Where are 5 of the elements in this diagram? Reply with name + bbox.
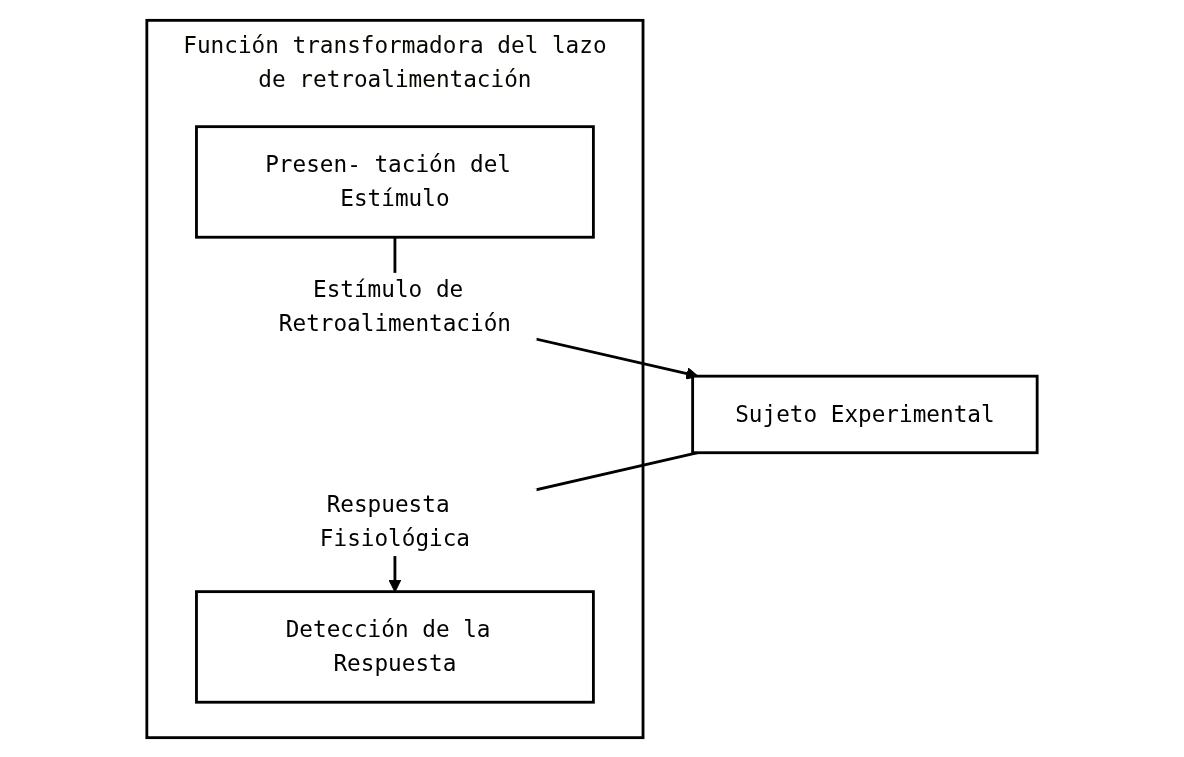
node-box: Detección de la Respuesta — [195, 589, 595, 704]
node-box: Sujeto Experimental — [691, 374, 1039, 454]
edge-label: Respuesta Fisiológica — [319, 490, 471, 552]
node-box: Presen- tación del Estímulo — [195, 124, 595, 239]
edge-label: Estímulo de Retroalimentación — [278, 275, 511, 336]
